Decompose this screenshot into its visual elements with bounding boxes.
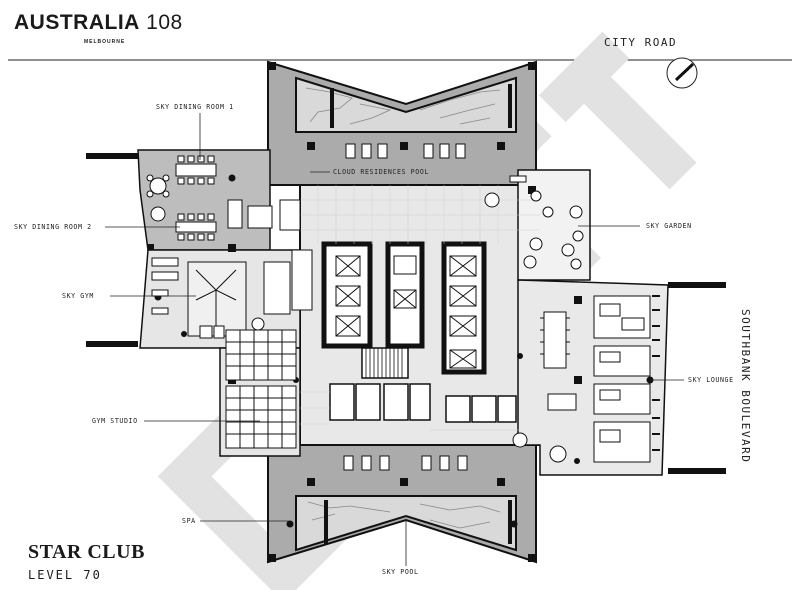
cloud-residences-pool [295, 76, 517, 133]
dining-room-1-furniture [146, 155, 217, 198]
leader-lines [105, 113, 684, 566]
label-spa: SPA [182, 517, 196, 525]
sky-pool [295, 495, 517, 552]
amenity-rooms [329, 383, 517, 423]
gym-studio-furniture [225, 329, 297, 449]
label-sky-lounge: SKY LOUNGE [688, 376, 734, 384]
floor-tiles [300, 185, 540, 431]
brand-number: 108 [146, 11, 183, 34]
building-core [321, 241, 517, 423]
pool-loungers-top [345, 143, 466, 159]
site-lines [86, 153, 726, 474]
label-sky-pool: SKY POOL [382, 568, 419, 576]
street-city-road: CITY ROAD [604, 36, 678, 49]
pool-loungers-bottom [343, 455, 468, 471]
brand-name: AUSTRALIA [14, 11, 140, 34]
label-sky-dining-room-2: SKY DINING ROOM 2 [14, 223, 92, 231]
plan-level: LEVEL 70 [28, 568, 102, 582]
brand-location: MELBOURNE [84, 39, 126, 45]
sky-lounge-furniture [512, 295, 660, 463]
gym-equipment [151, 249, 313, 339]
plan-title: STAR CLUB [28, 541, 145, 563]
stair [361, 347, 409, 379]
brand-logo: AUSTRALIA 108 MELBOURNE [14, 11, 183, 45]
label-sky-dining-room-1: SKY DINING ROOM 1 [156, 103, 234, 111]
label-sky-garden: SKY GARDEN [646, 222, 692, 230]
label-gym-studio: GYM STUDIO [92, 417, 138, 425]
north-arrow-icon [666, 57, 698, 89]
street-southbank-boulevard: SOUTHBANK BOULEVARD [739, 309, 752, 464]
sky-garden-furniture [484, 175, 584, 270]
dining-room-2-furniture [150, 199, 301, 241]
label-cloud-residences-pool: CLOUD RESIDENCES POOL [333, 168, 429, 176]
label-sky-gym: SKY GYM [62, 292, 94, 300]
